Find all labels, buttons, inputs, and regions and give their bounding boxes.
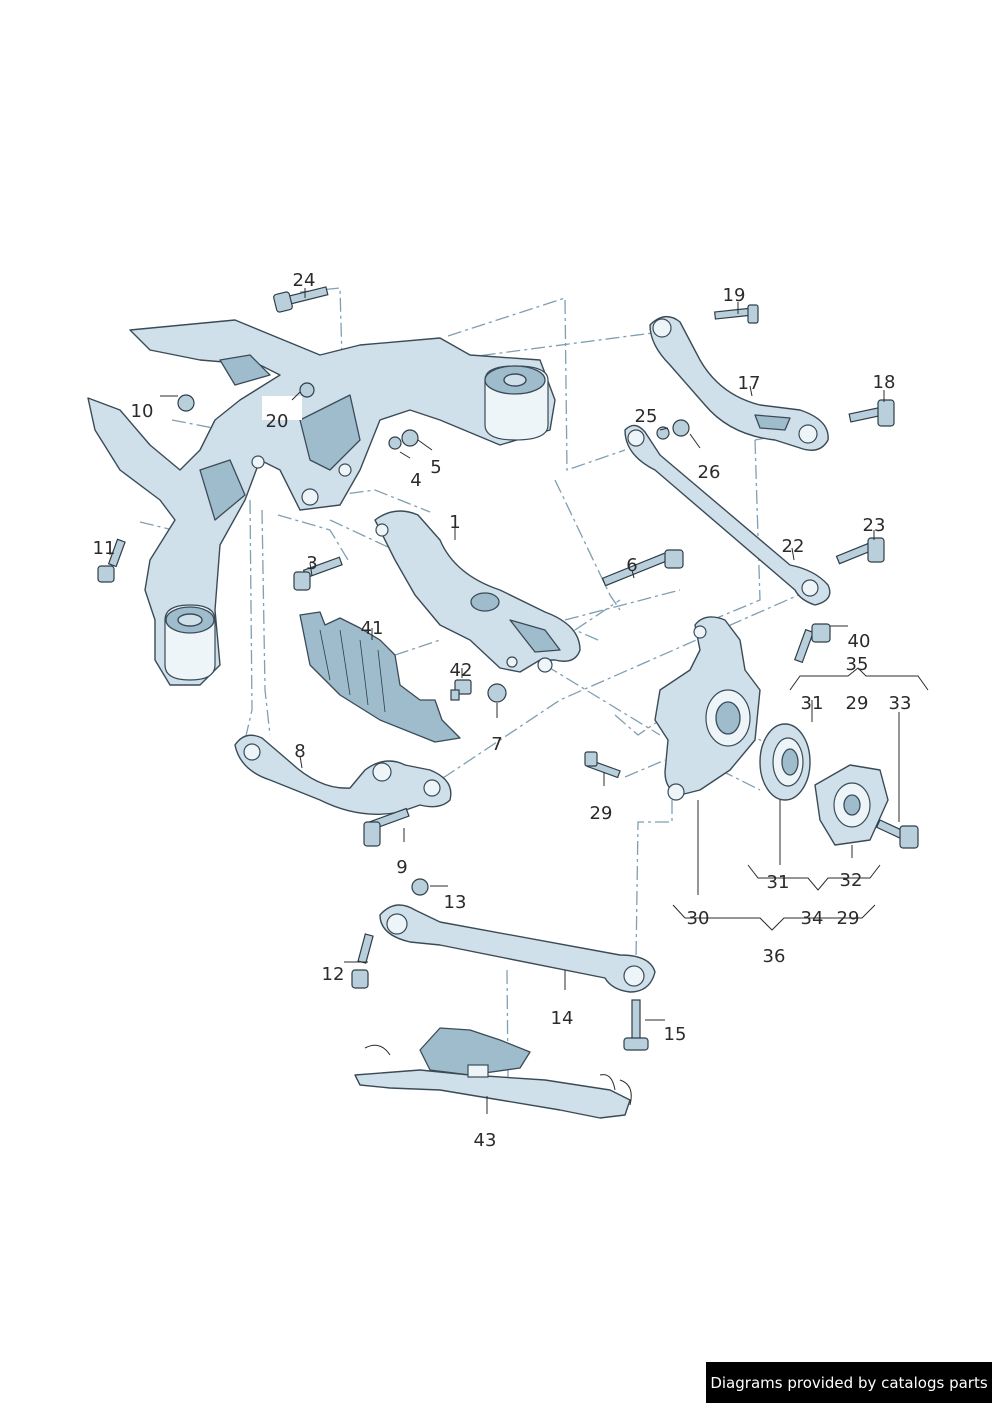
callout-3: 3 — [306, 553, 317, 574]
bolt-15 — [623, 999, 649, 1051]
washer-4 — [388, 436, 402, 450]
callout-15: 15 — [664, 1024, 687, 1045]
callout-7: 7 — [491, 734, 502, 755]
bolt-11 — [97, 538, 126, 583]
callout-12: 12 — [322, 964, 345, 985]
callout-33: 33 — [889, 693, 912, 714]
callout-31-upper: 31 — [801, 693, 824, 714]
callout-40: 40 — [848, 631, 871, 652]
wheel-bearing-31 — [759, 723, 811, 801]
callout-10: 10 — [131, 401, 154, 422]
callout-26: 26 — [698, 462, 721, 483]
callout-41: 41 — [361, 618, 384, 639]
callout-14: 14 — [551, 1008, 574, 1029]
callout-17: 17 — [738, 373, 761, 394]
callout-43: 43 — [474, 1130, 497, 1151]
callout-29-bearing-group: 29 — [846, 693, 869, 714]
callout-20: 20 — [266, 411, 289, 432]
callout-23: 23 — [863, 515, 886, 536]
callout-8: 8 — [294, 741, 305, 762]
callout-31-lower: 31 — [767, 872, 790, 893]
track-link-22 — [624, 424, 831, 606]
callout-11: 11 — [93, 538, 116, 559]
callout-32: 32 — [840, 870, 863, 891]
group-braces — [672, 667, 929, 931]
bolt-24 — [273, 286, 329, 313]
nut-20 — [299, 382, 315, 398]
bolt-6 — [601, 549, 684, 587]
callout-1: 1 — [449, 512, 460, 533]
credit-text: Diagrams provided by catalogs parts — [710, 1373, 988, 1392]
nut-7 — [487, 683, 507, 703]
nut-13 — [411, 878, 429, 896]
callout-4: 4 — [410, 470, 421, 491]
bolt-33 — [875, 819, 919, 849]
upper-wishbone-17 — [649, 316, 829, 451]
callout-5: 5 — [430, 457, 441, 478]
fasteners — [97, 286, 919, 1051]
wheel-hub-32 — [814, 764, 889, 846]
callout-13: 13 — [444, 892, 467, 913]
bolt-18 — [848, 399, 895, 427]
rear-subframe — [87, 319, 556, 686]
bolt-19 — [714, 304, 759, 324]
bolt-42 — [450, 679, 472, 701]
credit-banner: Diagrams provided by catalogs parts — [706, 1362, 992, 1403]
callout-25: 25 — [635, 406, 658, 427]
bolt-9 — [363, 807, 410, 847]
callout-24: 24 — [293, 270, 316, 291]
callout-22: 22 — [782, 536, 805, 557]
bolt-23 — [835, 537, 885, 565]
callout-42: 42 — [450, 660, 473, 681]
callout-18: 18 — [873, 372, 896, 393]
bolt-29-knuckle — [584, 751, 621, 779]
callout-29-hub-group: 29 — [837, 908, 860, 929]
lower-arm-8 — [234, 734, 452, 815]
lower-link-14 — [379, 904, 656, 993]
bolt-12 — [351, 933, 374, 989]
callout-labels: 1 3 4 5 6 7 8 9 10 11 12 13 14 15 17 18 … — [93, 270, 912, 1151]
callout-30: 30 — [687, 908, 710, 929]
callout-6: 6 — [626, 555, 637, 576]
callout-29-knuckle: 29 — [590, 803, 613, 824]
callout-19: 19 — [723, 285, 746, 306]
spring-link-arm — [374, 510, 581, 673]
underbody-trim-43 — [354, 1027, 632, 1119]
wheel-bearing-housing-30 — [654, 616, 761, 801]
callout-35: 35 — [846, 654, 869, 675]
bolt-40 — [793, 623, 831, 664]
leader-lines — [109, 288, 900, 1114]
callout-34: 34 — [801, 908, 824, 929]
nut-10 — [177, 394, 195, 412]
nut-26 — [672, 419, 690, 437]
heat-shield-41 — [299, 611, 461, 743]
nut-5 — [401, 429, 419, 447]
callout-36: 36 — [763, 946, 786, 967]
callout-9: 9 — [396, 857, 407, 878]
bolt-3 — [293, 556, 343, 591]
